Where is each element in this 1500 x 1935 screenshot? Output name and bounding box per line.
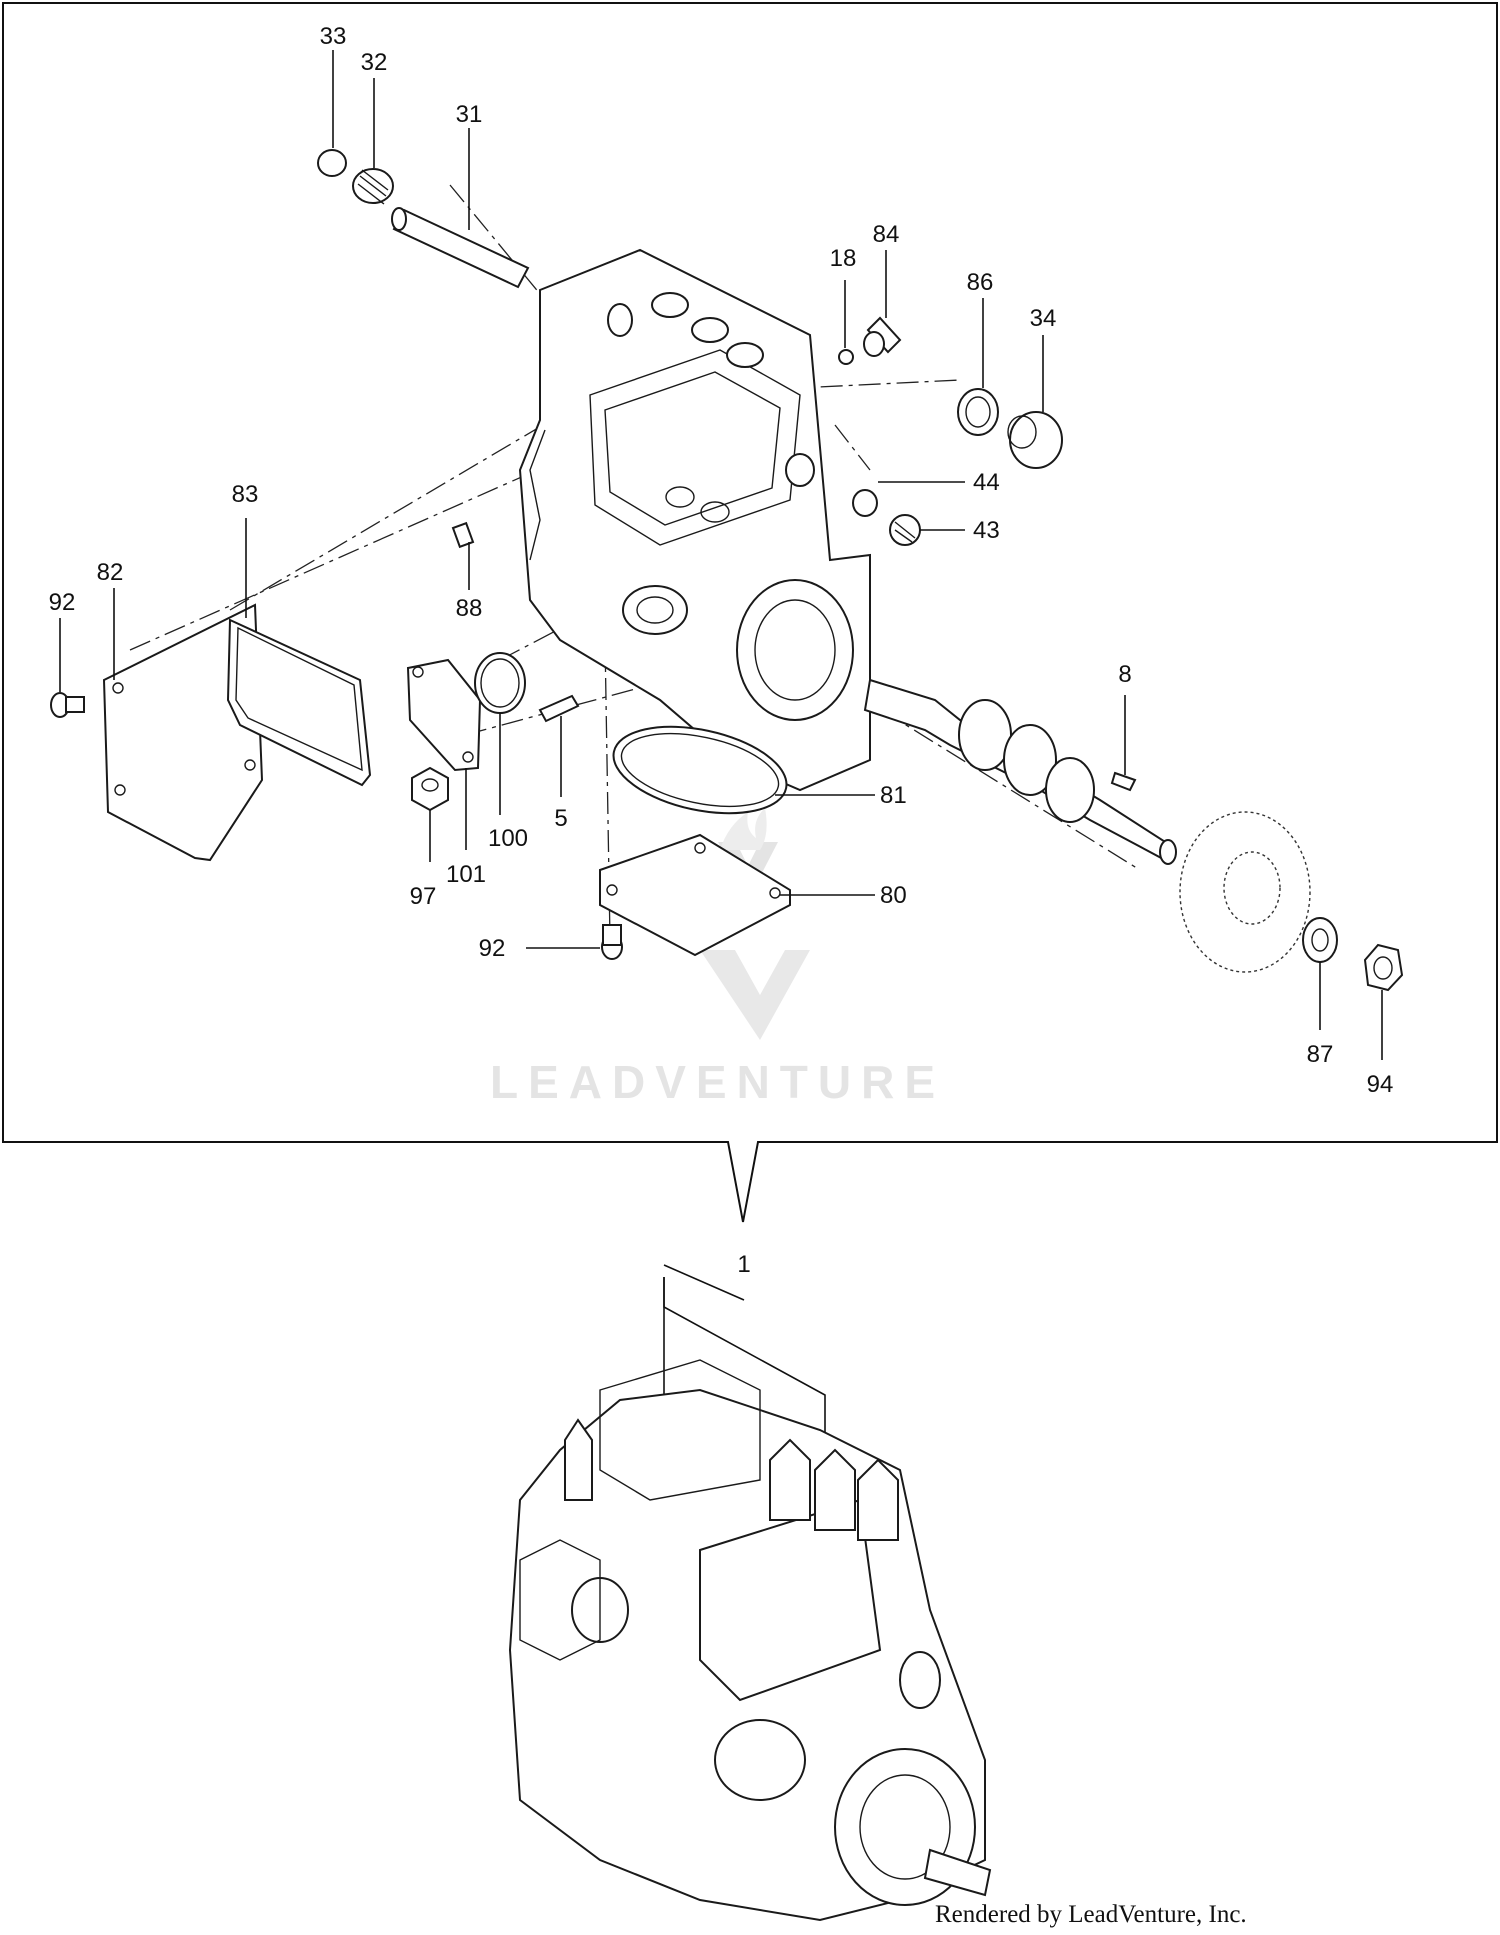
callout-88: 88: [456, 595, 483, 622]
part-18-ring: [838, 349, 854, 365]
part-88-pin: [451, 521, 475, 549]
callout-31: 31: [456, 101, 483, 128]
part-83-gasket: [226, 618, 372, 787]
part-94-nut: [1363, 943, 1404, 992]
callout-82: 82: [97, 559, 124, 586]
part-100-o-ring: [474, 652, 526, 714]
watermark-text: LEADVENTURE: [490, 1056, 945, 1108]
part-43-screw: [889, 514, 921, 546]
part-92-bolt-bottom: [601, 924, 623, 960]
part-92-bolt-left: [50, 692, 85, 718]
callout-86: 86: [967, 269, 994, 296]
callout-5: 5: [554, 805, 567, 832]
callout-101: 101: [446, 861, 486, 888]
callout-80: 80: [880, 882, 907, 909]
callout-87: 87: [1307, 1041, 1334, 1068]
part-5-stud: [538, 694, 580, 723]
callout-97: 97: [410, 883, 437, 910]
part-8-key: [1110, 771, 1137, 792]
drive-gear: [1179, 811, 1311, 973]
part-87-lock-washer: [1302, 917, 1338, 963]
leader-lines: [59, 50, 1383, 1440]
callout-8: 8: [1118, 661, 1131, 688]
callout-92-left: 92: [49, 589, 76, 616]
callout-92-bottom: 92: [479, 935, 506, 962]
callout-100: 100: [488, 825, 528, 852]
callout-labels: 33 32 31 18 84 86 34 44 43 83 82 92 88 8…: [49, 23, 1394, 1278]
part-84-valve: [863, 316, 902, 357]
callout-94: 94: [1367, 1071, 1394, 1098]
callout-33: 33: [320, 23, 347, 50]
part-34-plug: [1007, 411, 1063, 469]
part-101-plate: [406, 658, 482, 772]
part-81-o-ring: [612, 725, 788, 815]
callout-83: 83: [232, 481, 259, 508]
part-97-nut: [411, 766, 449, 812]
callout-32: 32: [361, 49, 388, 76]
part-82-cover-plate: [102, 603, 264, 862]
callout-34: 34: [1030, 305, 1057, 332]
assembled-pump: [508, 1359, 992, 1922]
part-80-cover: [599, 833, 791, 957]
part-44-o-ring: [852, 489, 878, 517]
part-31-rod: [391, 207, 530, 289]
part-33-o-ring: [317, 149, 347, 177]
callout-18: 18: [830, 245, 857, 272]
callout-44: 44: [973, 469, 1000, 496]
part-32-plug: [352, 168, 394, 205]
part-86-washer: [957, 388, 999, 436]
pump-housing: [518, 248, 871, 792]
callout-43: 43: [973, 517, 1000, 544]
callout-84: 84: [873, 221, 900, 248]
camshaft: [863, 678, 1177, 865]
callout-81: 81: [880, 782, 907, 809]
callout-1: 1: [737, 1251, 750, 1278]
rendered-by-credit: Rendered by LeadVenture, Inc.: [935, 1901, 1247, 1928]
